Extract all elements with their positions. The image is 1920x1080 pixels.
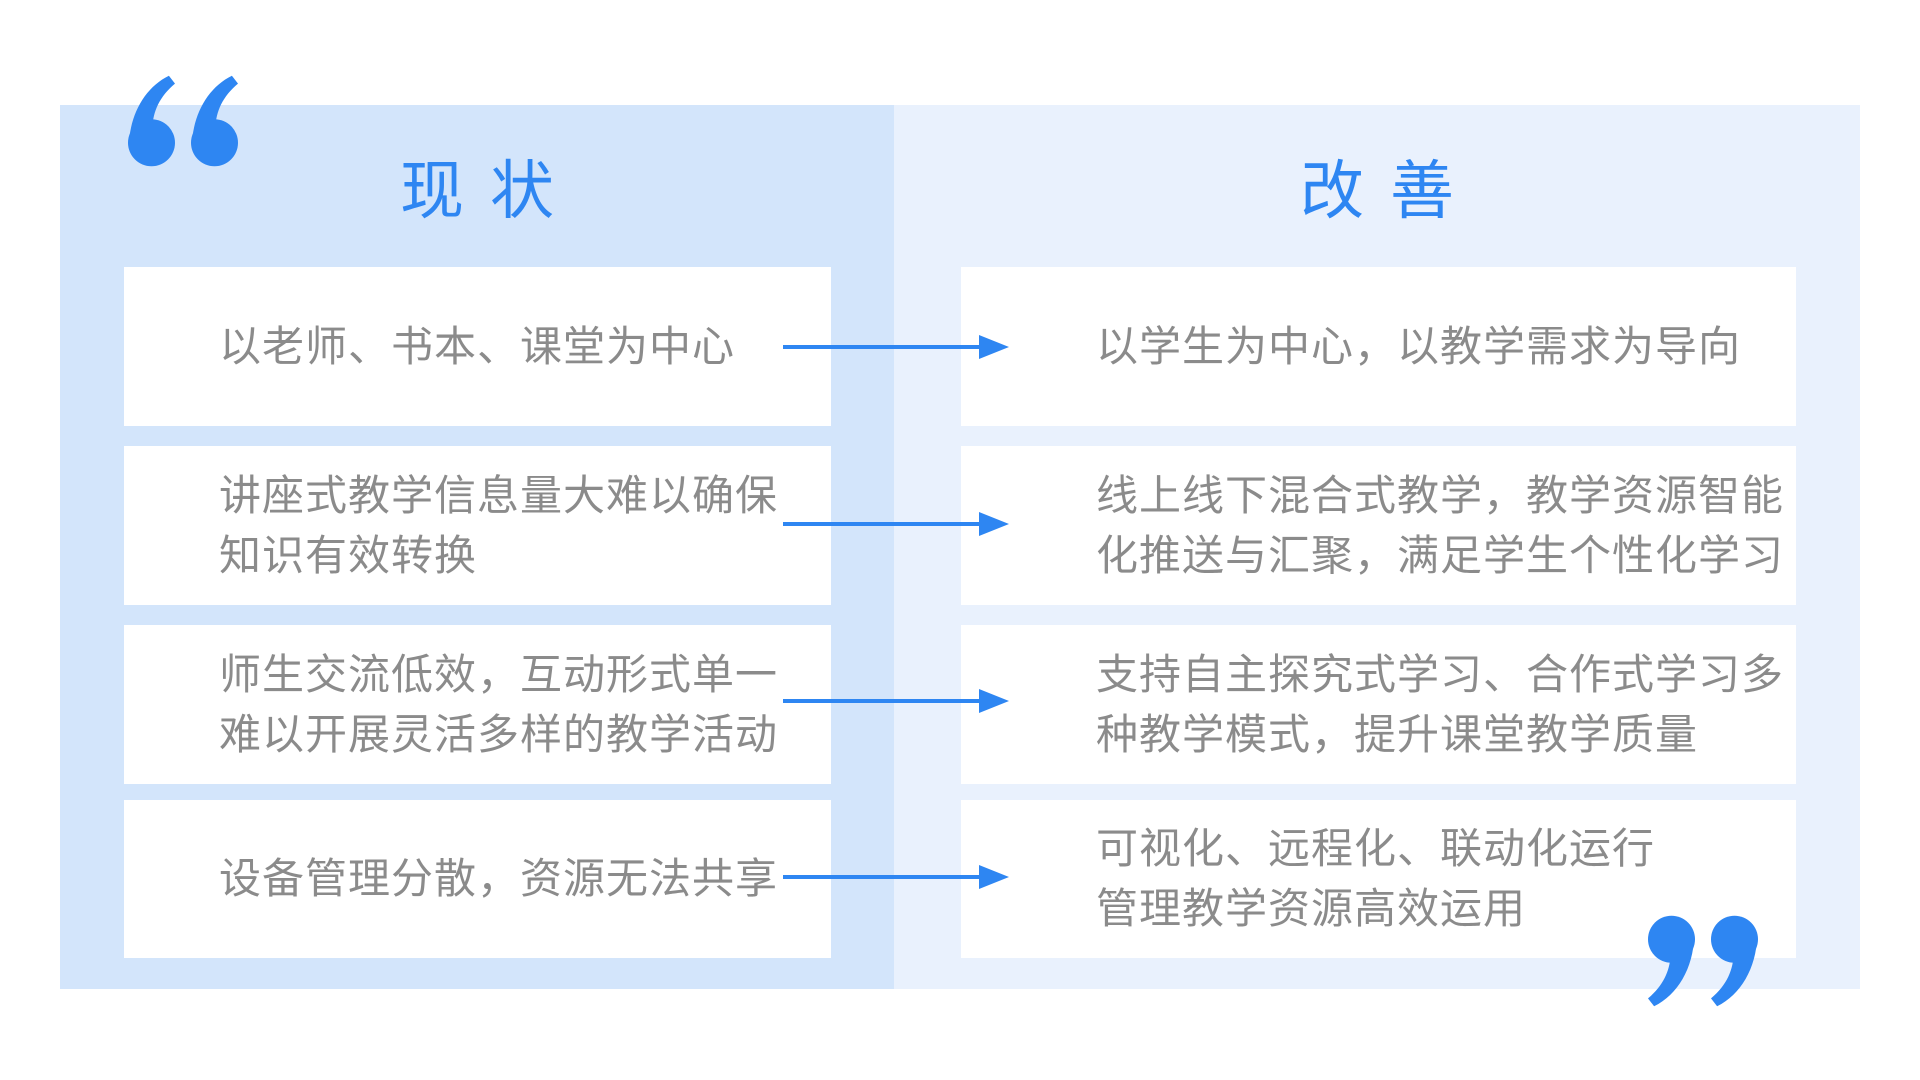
right-arrow-icon <box>783 335 1009 359</box>
status-card-1-text: 以老师、书本、课堂为中心 <box>219 322 736 370</box>
status-card-2-text: 讲座式教学信息量大难以确保 知识有效转换 <box>219 471 779 579</box>
improvement-card-2-text: 线上线下混合式教学，教学资源智能 化推送与汇聚，满足学生个性化学习 <box>1096 471 1785 579</box>
status-card-4-text: 设备管理分散，资源无法共享 <box>219 855 779 902</box>
improvement-card-3: 支持自主探究式学习、合作式学习多 种教学模式，提升课堂教学质量 <box>961 625 1796 784</box>
open-quote-icon <box>128 75 238 167</box>
close-quote-icon <box>1648 912 1758 1007</box>
improvement-title: 改善 <box>1300 155 1480 227</box>
improvement-card-2: 线上线下混合式教学，教学资源智能 化推送与汇聚，满足学生个性化学习 <box>961 446 1796 605</box>
current-status-title: 现状 <box>400 155 580 227</box>
improvement-card-4-text: 可视化、远程化、联动化运行 管理教学资源高效运用 <box>1096 825 1656 932</box>
right-arrow-icon <box>783 512 1009 536</box>
status-card-4: 设备管理分散，资源无法共享 <box>124 800 831 958</box>
improvement-card-1: 以学生为中心，以教学需求为导向 <box>961 267 1796 426</box>
status-card-3: 师生交流低效，互动形式单一 难以开展灵活多样的教学活动 <box>124 625 831 784</box>
status-card-2: 讲座式教学信息量大难以确保 知识有效转换 <box>124 446 831 605</box>
status-card-1: 以老师、书本、课堂为中心 <box>124 267 831 426</box>
improvement-card-3-text: 支持自主探究式学习、合作式学习多 种教学模式，提升课堂教学质量 <box>1096 650 1785 758</box>
right-arrow-icon <box>783 865 1009 889</box>
improvement-card-1-text: 以学生为中心，以教学需求为导向 <box>1096 322 1742 370</box>
status-card-3-text: 师生交流低效，互动形式单一 难以开展灵活多样的教学活动 <box>219 650 779 758</box>
improvement-card-4: 可视化、远程化、联动化运行 管理教学资源高效运用 <box>961 800 1796 958</box>
right-arrow-icon <box>783 689 1009 713</box>
